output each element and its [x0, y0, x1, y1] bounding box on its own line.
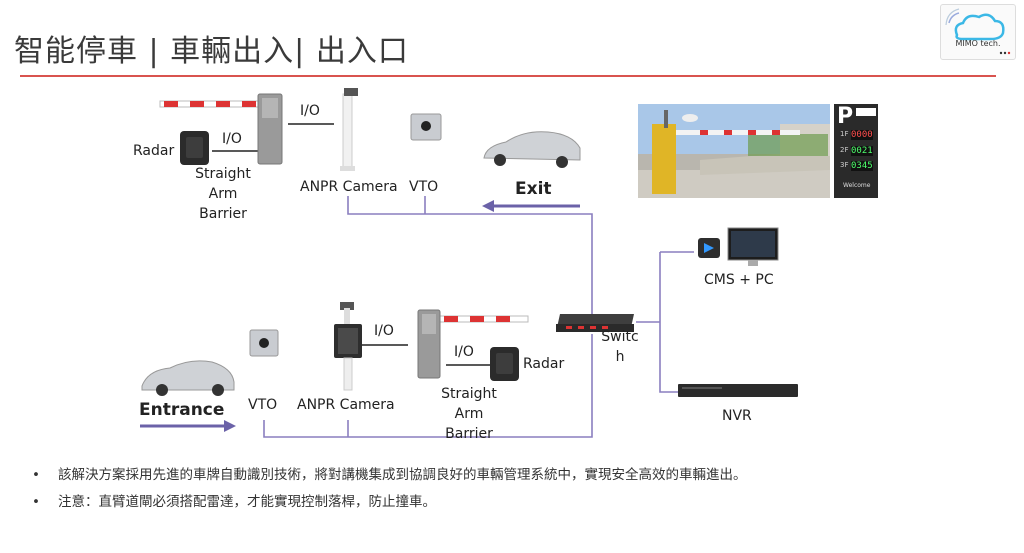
display-row-2-value: 0021	[851, 146, 873, 156]
logo-text: MIMO tech.	[955, 39, 1001, 48]
top-barrier-label-line-3: Barrier	[199, 206, 247, 222]
cloud-icon	[945, 8, 1011, 55]
company-logo: MIMO tech.	[940, 4, 1016, 60]
top-radar-icon	[180, 131, 209, 165]
bullet-2: • 注意：直臂道閘必須搭配雷達，才能實現控制落桿，防止撞車。	[32, 490, 436, 510]
bullet-1: • 該解決方案採用先進的車牌自動識別技術，將對講機集成到協調良好的車輛管理系統中，…	[32, 463, 747, 483]
top-io-label-2: I/O	[222, 131, 242, 147]
switch-label-line-1: Switc	[601, 329, 639, 345]
bottom-barrier-label: Straight Arm Barrier	[436, 384, 502, 444]
bullet-2-text: 注意：直臂道閘必須搭配雷達，才能實現控制落桿，防止撞車。	[58, 494, 436, 510]
cms-pc-icon	[698, 227, 779, 266]
top-vto-icon	[410, 113, 442, 141]
display-row-1-floor: 1F	[840, 130, 849, 138]
display-row-3-floor: 3F	[840, 161, 849, 169]
top-io-label-1: I/O	[300, 103, 320, 119]
top-barrier-label-line-1: Straight	[195, 166, 251, 182]
top-anpr-camera-icon	[340, 88, 358, 171]
top-barrier-label-line-2: Arm	[208, 186, 238, 202]
top-anpr-label: ANPR Camera	[300, 179, 398, 195]
bottom-barrier-label-line-2: Arm	[454, 406, 484, 422]
top-vto-label: VTO	[409, 179, 439, 195]
bottom-barrier-label-line-3: Barrier	[445, 426, 493, 442]
display-row-2-floor: 2F	[840, 146, 849, 154]
bottom-anpr-label: ANPR Camera	[297, 397, 395, 413]
bottom-io-label-1: I/O	[374, 323, 394, 339]
bullet-1-text: 該解決方案採用先進的車牌自動識別技術，將對講機集成到協調良好的車輛管理系統中，實…	[58, 467, 747, 483]
display-p-letter: P	[837, 104, 854, 129]
exit-label: Exit	[515, 179, 552, 199]
entrance-arrow	[140, 420, 236, 432]
title-divider	[20, 75, 996, 77]
switch-label: Switc h	[598, 327, 642, 367]
bottom-anpr-camera-icon	[334, 302, 362, 391]
bottom-barrier-label-line-1: Straight	[441, 386, 497, 402]
display-row-1-value: 0000	[851, 130, 873, 140]
bullet-dot-2: •	[32, 494, 40, 510]
entrance-label: Entrance	[139, 400, 225, 420]
bottom-vto-label: VTO	[248, 397, 278, 413]
display-brand-icon	[856, 108, 876, 116]
cms-pc-label: CMS + PC	[704, 272, 774, 288]
display-welcome: Welcome	[843, 182, 871, 189]
bottom-io-label-2: I/O	[454, 344, 474, 360]
io-lines	[212, 123, 496, 366]
bottom-radar-icon	[490, 347, 519, 381]
bottom-barrier-icon	[417, 309, 529, 379]
entrance-car-icon	[141, 360, 235, 396]
exit-arrow	[482, 200, 580, 212]
top-radar-label: Radar	[133, 143, 175, 159]
barrier-gate-photo	[638, 104, 830, 198]
top-barrier-icon	[159, 93, 283, 165]
network-switch-icon	[556, 314, 634, 332]
network-lines	[263, 196, 694, 438]
page-title: 智能停車 | 車輛出入| 出入口	[14, 34, 409, 69]
nvr-icon	[678, 384, 798, 397]
display-row-3-value: 0345	[851, 161, 873, 171]
bottom-radar-label: Radar	[523, 356, 565, 372]
bullet-dot-1: •	[32, 467, 40, 483]
switch-label-line-2: h	[615, 349, 625, 365]
exit-car-icon	[483, 131, 581, 168]
nvr-label: NVR	[722, 408, 752, 424]
bottom-vto-icon	[249, 329, 279, 357]
top-barrier-label: Straight Arm Barrier	[190, 164, 256, 224]
